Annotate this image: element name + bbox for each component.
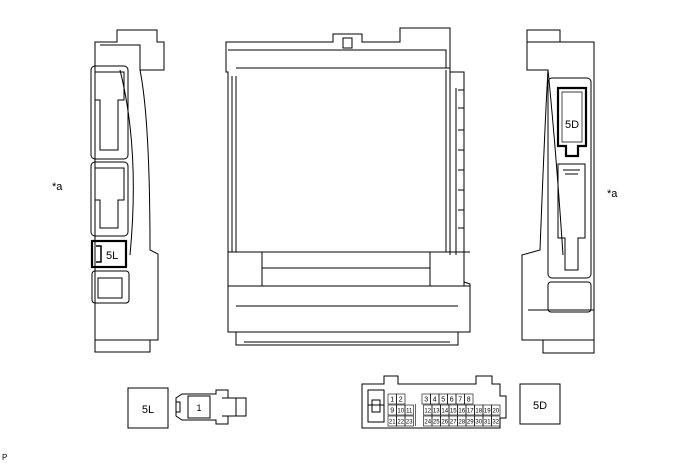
pin-number: 26 [441, 420, 448, 426]
connector-5L-detail [127, 387, 247, 429]
connector-5D-id-box [519, 383, 561, 425]
pin-number: 25 [433, 420, 440, 426]
callout-a-left: *a [52, 181, 63, 193]
pin-number: 8 [467, 397, 471, 404]
pin-number: 20 [492, 409, 499, 415]
connector-5L-pin-cell [187, 395, 211, 419]
pin-cell [491, 404, 501, 416]
connector-5D-on-device [556, 86, 588, 158]
callout-a-right: *a [607, 188, 618, 200]
connector-5L-id-box [127, 387, 169, 429]
pin-number: 10 [397, 409, 404, 415]
pin-number: 24 [424, 420, 431, 426]
pin-number: 17 [467, 409, 474, 415]
center-front-view [225, 27, 471, 346]
pin-number: 23 [406, 420, 413, 426]
pin-number: 21 [389, 420, 396, 426]
pin-number: 7 [458, 397, 462, 404]
left-side-view [90, 29, 165, 353]
pin-number: 2 [399, 397, 403, 404]
pin-number: 32 [492, 420, 499, 426]
pin-cell [464, 393, 474, 405]
pin-number: 11 [406, 409, 413, 415]
pin-number: 9 [390, 408, 394, 415]
pin-number: 13 [433, 409, 440, 415]
pin-number: 22 [397, 420, 404, 426]
pin-cell [491, 415, 501, 427]
connector-5L-pin-1: 1 [196, 403, 201, 413]
pin-number: 3 [424, 397, 428, 404]
pin-number: 12 [424, 409, 431, 415]
connector-5D-label-on-device: 5D [565, 119, 579, 131]
pin-number: 30 [475, 420, 482, 426]
pin-cell [396, 393, 406, 405]
pin-cell [404, 404, 414, 416]
connector-5L-id-text: 5L [142, 404, 154, 416]
connector-5L-label-on-device: 5L [106, 250, 118, 262]
pin-cell [404, 415, 414, 427]
figure-code: P [2, 453, 7, 462]
pin-number: 4 [433, 397, 437, 404]
connector-5L-on-device [90, 239, 128, 269]
pin-number: 1 [390, 397, 394, 404]
pin-number: 18 [475, 409, 482, 415]
pin-number: 5 [441, 397, 445, 404]
pin-number: 27 [450, 420, 457, 426]
pin-number: 28 [458, 420, 465, 426]
right-side-view [521, 29, 595, 354]
pin-number: 15 [450, 409, 457, 415]
pin-number: 29 [467, 420, 474, 426]
pin-number: 16 [458, 409, 465, 415]
pin-number: 6 [450, 397, 454, 404]
pin-number: 19 [484, 409, 491, 415]
connector-5D-id-text: 5D [533, 400, 547, 412]
pin-number: 31 [484, 420, 491, 426]
pin-number: 14 [441, 409, 448, 415]
